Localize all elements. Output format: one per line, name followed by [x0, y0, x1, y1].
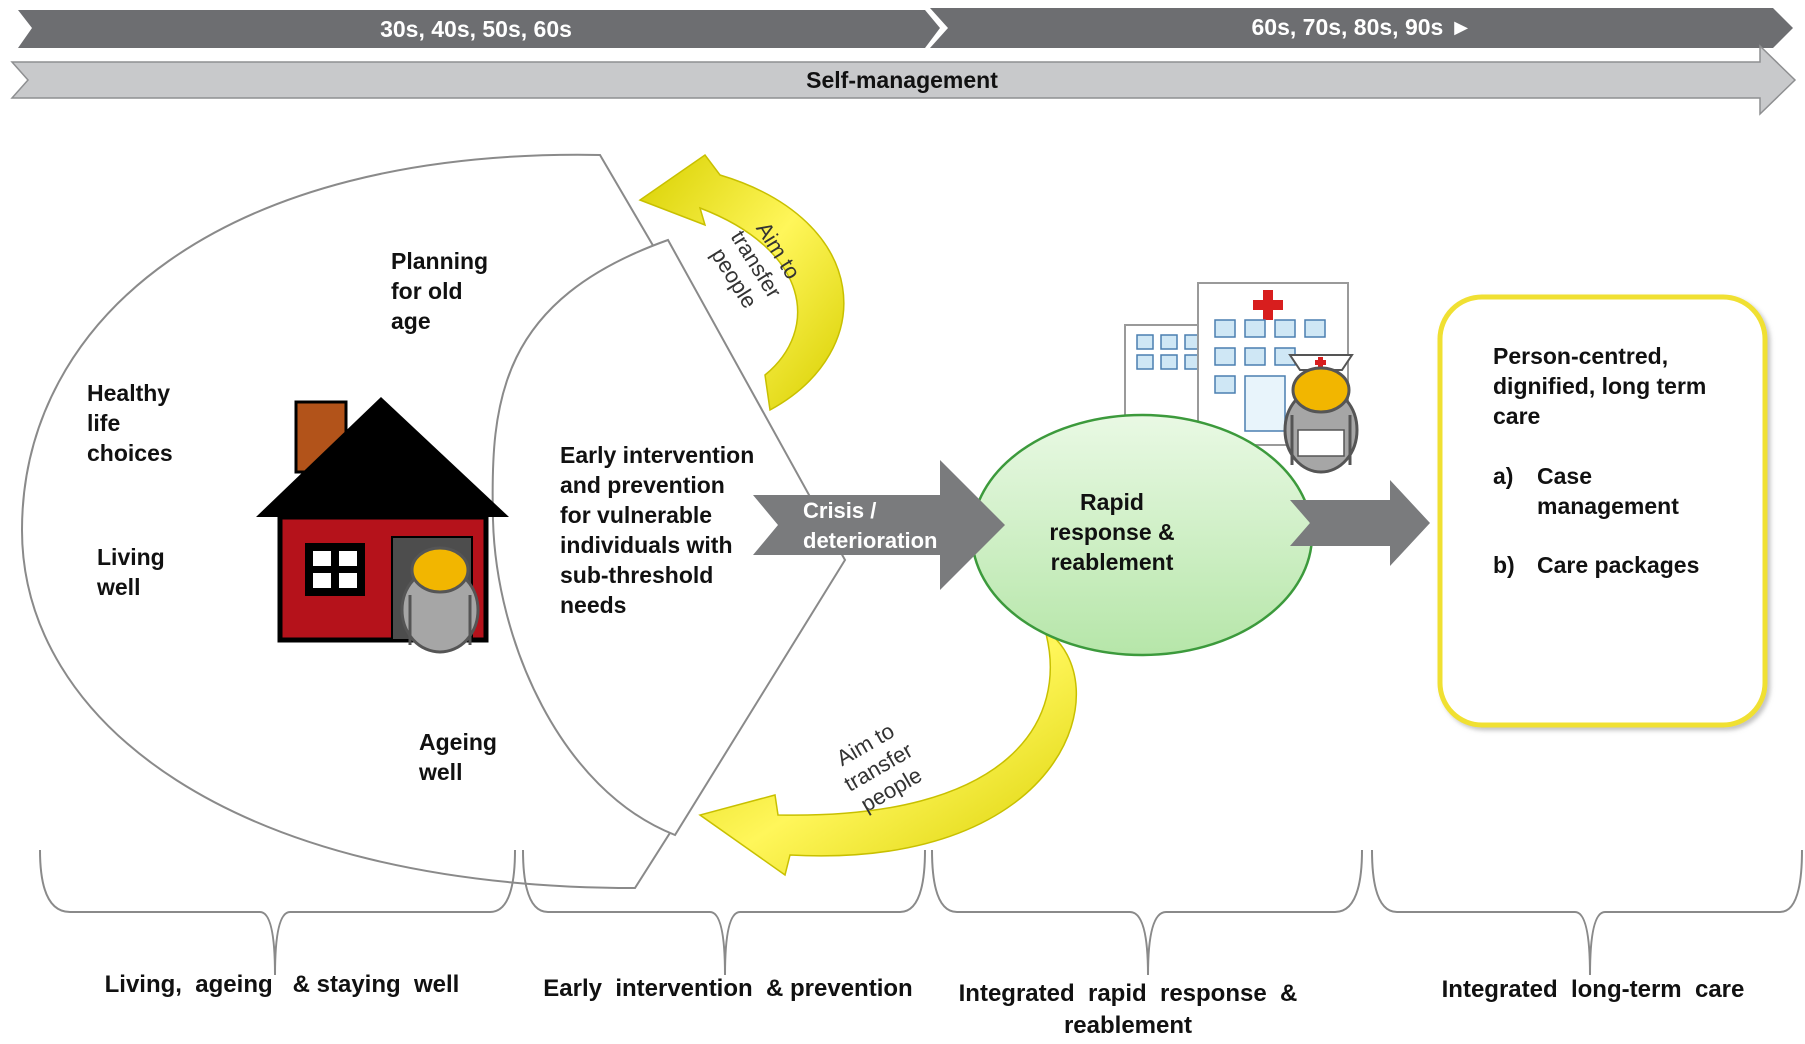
age-bar-left-chevron [18, 10, 940, 48]
age-bar-right-chevron [930, 8, 1793, 48]
brace-rapid [931, 849, 1363, 976]
svg-text:Person-centred,: Person-centred, [1493, 343, 1668, 369]
crisis-label: Crisis / [803, 498, 876, 523]
svg-text:life: life [87, 410, 120, 436]
svg-text:reablement: reablement [1051, 549, 1174, 575]
bottom-label-living: Living, ageing & staying well [105, 971, 460, 998]
svg-text:choices: choices [87, 440, 173, 466]
svg-text:well: well [96, 574, 140, 600]
svg-text:sub-threshold: sub-threshold [560, 562, 713, 588]
svg-text:Ageing: Ageing [419, 729, 497, 755]
svg-text:Planning: Planning [391, 248, 488, 274]
svg-text:age: age [391, 308, 431, 334]
svg-text:needs: needs [560, 592, 626, 618]
svg-text:care: care [1493, 403, 1540, 429]
svg-text:Early intervention: Early intervention [560, 442, 754, 468]
brace-early [522, 849, 926, 976]
svg-text:Case: Case [1537, 463, 1592, 489]
bottom-label-longterm: Integrated long-term care [1442, 976, 1745, 1003]
early-intervention-label: Early intervention and prevention for vu… [560, 442, 754, 618]
planning-label: Planning for old age [391, 248, 488, 334]
svg-text:Living: Living [97, 544, 165, 570]
inner-circle [491, 238, 847, 837]
svg-text:response &: response & [1049, 519, 1174, 545]
svg-text:Rapid: Rapid [1080, 489, 1144, 515]
longterm-care-box: Person-centred, dignified, long term car… [1437, 294, 1768, 728]
healthy-label: Healthy life choices [87, 380, 173, 466]
brace-living [39, 849, 516, 976]
age-bar: 30s, 40s, 50s, 60s 60s, 70s, 80s, 90s ► [18, 8, 1793, 48]
svg-text:for old: for old [391, 278, 463, 304]
age-bar-left-label: 30s, 40s, 50s, 60s [380, 16, 572, 42]
svg-text:well: well [418, 759, 462, 785]
svg-text:dignified, long term: dignified, long term [1493, 373, 1706, 399]
svg-text:a): a) [1493, 463, 1513, 489]
self-management-arrow: Self-management [10, 44, 1797, 116]
top-transfer-arrow: Aim to transfer people [638, 153, 845, 412]
age-bar-right-label: 60s, 70s, 80s, 90s ► [1252, 14, 1473, 40]
svg-text:b): b) [1493, 552, 1515, 578]
svg-text:and prevention: and prevention [560, 472, 725, 498]
svg-text:Healthy: Healthy [87, 380, 170, 406]
svg-text:for vulnerable: for vulnerable [560, 502, 712, 528]
person-icon [400, 546, 480, 654]
svg-text:Care packages: Care packages [1537, 552, 1699, 578]
ageing-label: Ageing well [418, 729, 497, 785]
crisis-arrow: Crisis / deterioration [753, 460, 1005, 590]
longterm-arrow [1290, 480, 1430, 566]
living-label: Living well [96, 544, 165, 600]
bottom-braces [39, 849, 1803, 976]
crisis-label-line2: deterioration [803, 528, 937, 553]
svg-text:management: management [1537, 493, 1679, 519]
self-management-label: Self-management [806, 67, 998, 93]
svg-text:individuals with: individuals with [560, 532, 733, 558]
brace-longterm [1371, 849, 1803, 976]
rapid-response-label: Rapid response & reablement [1049, 489, 1174, 575]
bottom-label-early: Early intervention & prevention [543, 975, 912, 1002]
bottom-label-rapid-line2: reablement [1064, 1012, 1192, 1039]
nurse-icon [1283, 354, 1359, 474]
bottom-label-rapid: Integrated rapid response & [959, 980, 1298, 1007]
